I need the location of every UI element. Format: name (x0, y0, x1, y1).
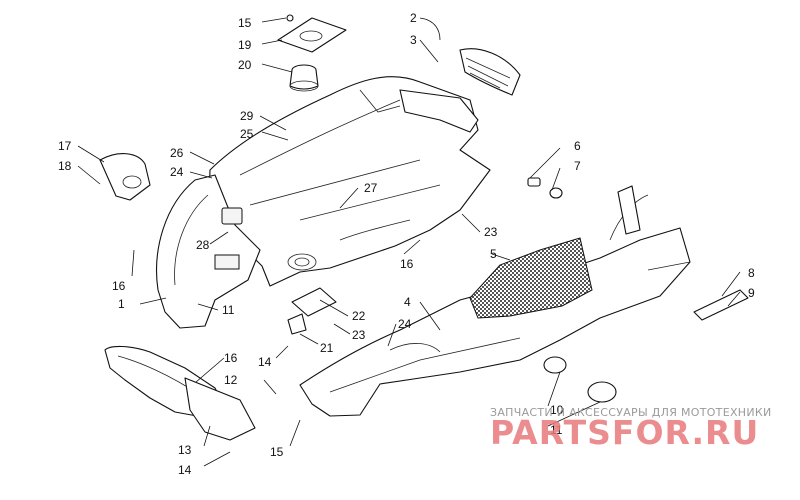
callout-17: 17 (58, 139, 72, 153)
callout-2: 2 (410, 11, 417, 25)
callout-13: 13 (178, 443, 192, 457)
part-cover-10 (543, 356, 617, 403)
part-washer-6 (527, 177, 563, 199)
callout-23: 23 (484, 225, 498, 239)
callout-25: 25 (240, 127, 254, 141)
callout-27: 27 (364, 181, 378, 195)
callout-10: 10 (550, 403, 564, 417)
part-bracket-22 (287, 287, 337, 335)
callout-16: 16 (112, 279, 126, 293)
callout-7: 7 (574, 159, 581, 173)
callout-4: 4 (404, 295, 411, 309)
callout-21: 21 (320, 341, 334, 355)
callout-19: 19 (238, 38, 252, 52)
part-side-panel-1 (156, 174, 261, 329)
part-footrest-2 (459, 48, 521, 96)
part-reflector-8 (693, 289, 749, 321)
part-air-duct-17 (99, 153, 151, 201)
part-belly-pan-upper (207, 76, 491, 287)
callout-11: 11 (550, 423, 563, 437)
callout-12: 12 (224, 373, 238, 387)
callout-14: 14 (258, 355, 272, 369)
callout-15: 15 (270, 445, 284, 459)
callout-28: 28 (196, 238, 210, 252)
callout-23: 23 (352, 328, 366, 342)
callout-1: 1 (118, 297, 125, 311)
watermark-tagline: ЗАПЧАСТИ И АКСЕССУАРЫ ДЛЯ МОТОТЕХНИКИ (490, 406, 772, 419)
part-bracket-footrest (399, 89, 479, 133)
callout-8: 8 (748, 266, 755, 280)
callout-20: 20 (238, 58, 252, 72)
callout-16: 16 (224, 351, 238, 365)
callout-labels: 15 19 20 2 3 29 25 26 24 17 18 27 28 6 7… (58, 11, 755, 477)
watermark-logo: PARTSFOR.RU (490, 413, 759, 452)
callout-3: 3 (410, 33, 417, 47)
callout-29: 29 (240, 109, 254, 123)
callout-9: 9 (748, 286, 755, 300)
callout-16: 16 (400, 257, 414, 271)
callout-18: 18 (58, 159, 72, 173)
callout-11: 11 (222, 303, 235, 317)
watermark: ЗАПЧАСТИ И АКСЕССУАРЫ ДЛЯ МОТОТЕХНИКИ PA… (490, 406, 772, 452)
part-bolt-15-top (286, 14, 294, 22)
part-grab-bar-13 (104, 345, 256, 441)
callout-26: 26 (170, 146, 184, 160)
callout-24: 24 (398, 317, 412, 331)
callout-24: 24 (170, 165, 184, 179)
callout-15: 15 (238, 16, 252, 30)
part-mounting-plate-19 (277, 17, 347, 53)
part-mesh-panel-5 (469, 237, 593, 319)
part-boot-20 (289, 64, 319, 92)
callout-22: 22 (352, 309, 366, 323)
callout-14: 14 (178, 463, 192, 477)
leader-lines (77, 17, 741, 467)
callout-5: 5 (490, 247, 497, 261)
callout-6: 6 (574, 139, 581, 153)
